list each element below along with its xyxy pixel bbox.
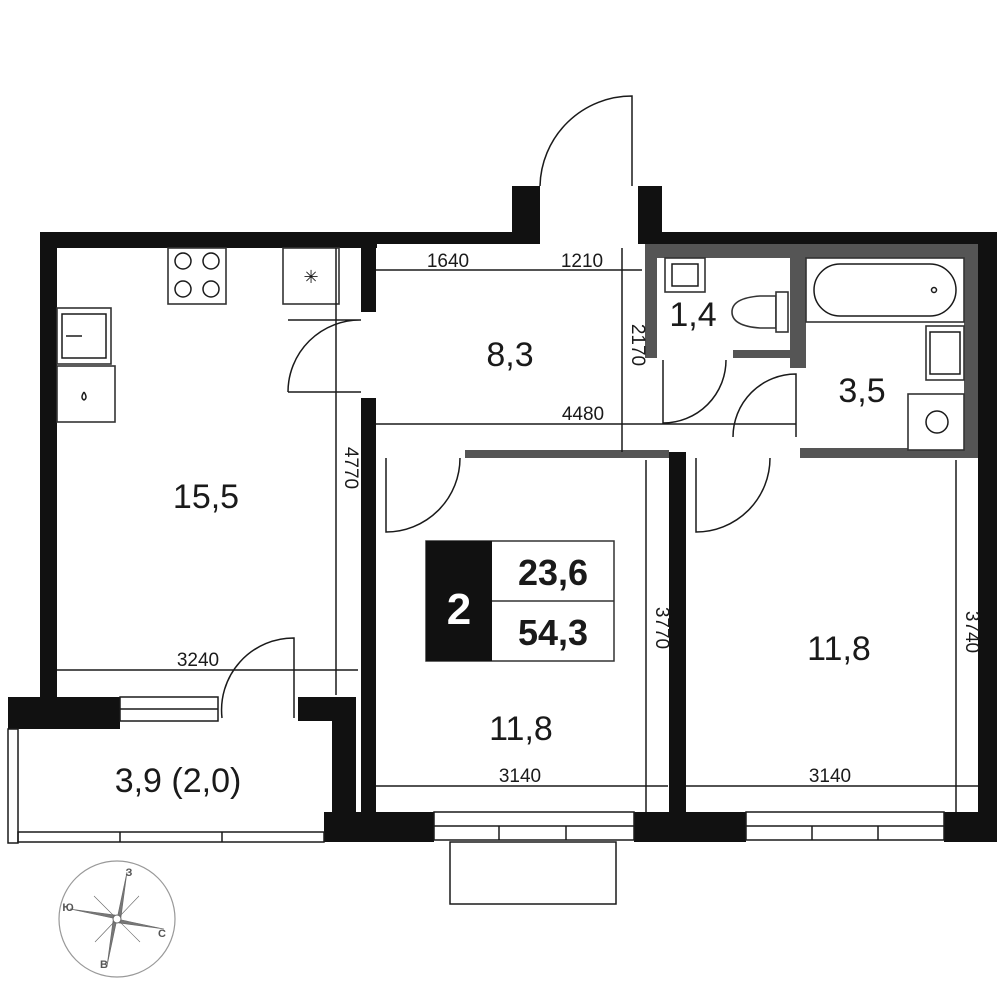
compass-north: С (158, 928, 166, 940)
dishwasher-icon (56, 365, 116, 423)
dim-hall-width-left: 1640 (427, 251, 469, 272)
kitchen-fixtures: ✳ (56, 247, 340, 423)
room-area-bedroom-left: 11,8 (489, 710, 553, 748)
toilet-icon (731, 295, 777, 329)
room-area-wc: 1,4 (669, 296, 716, 334)
wc-sink-icon (664, 257, 706, 293)
dim-bedroom-left-width: 3140 (499, 766, 541, 787)
dim-bedroom-right-width: 3140 (809, 766, 851, 787)
dim-hall-depth: 2170 (627, 324, 648, 366)
svg-text:✳: ✳ (303, 267, 318, 287)
room-count: 2 (447, 585, 471, 634)
bathtub-icon (805, 257, 965, 323)
total-area: 54,3 (518, 612, 588, 653)
room-area-hall: 8,3 (486, 336, 533, 374)
fridge-icon (282, 247, 340, 305)
doors (220, 95, 797, 719)
dim-hall-width-right: 1210 (561, 251, 603, 272)
sink-icon (56, 307, 112, 365)
dim-hall-span: 4480 (562, 404, 604, 425)
washing-machine-icon (907, 393, 965, 451)
room-area-bedroom-right: 11,8 (807, 630, 871, 668)
bath-sink-icon (925, 325, 965, 381)
room-area-bathroom: 3,5 (838, 372, 885, 410)
dim-kitchen-length: 4770 (340, 447, 361, 489)
room-area-balcony: 3,9 (2,0) (115, 762, 242, 800)
bathroom-partitions (465, 244, 978, 458)
compass-east: В (100, 959, 108, 971)
compass-south: Ю (62, 902, 73, 914)
dim-bedroom-right-length: 3740 (961, 611, 982, 653)
living-area: 23,6 (518, 552, 588, 593)
dim-kitchen-width: 3240 (177, 650, 219, 671)
room-area-kitchen: 15,5 (173, 478, 239, 516)
windows (7, 696, 945, 905)
compass-icon: З Ю С В (58, 860, 176, 978)
exterior-walls (8, 186, 997, 842)
area-summary-badge: 2 23,6 54,3 (425, 540, 615, 662)
dim-bedroom-left-length: 3770 (651, 607, 672, 649)
dimension-lines (57, 248, 978, 812)
compass-west: З (126, 867, 133, 879)
bathroom-fixtures (664, 257, 965, 451)
